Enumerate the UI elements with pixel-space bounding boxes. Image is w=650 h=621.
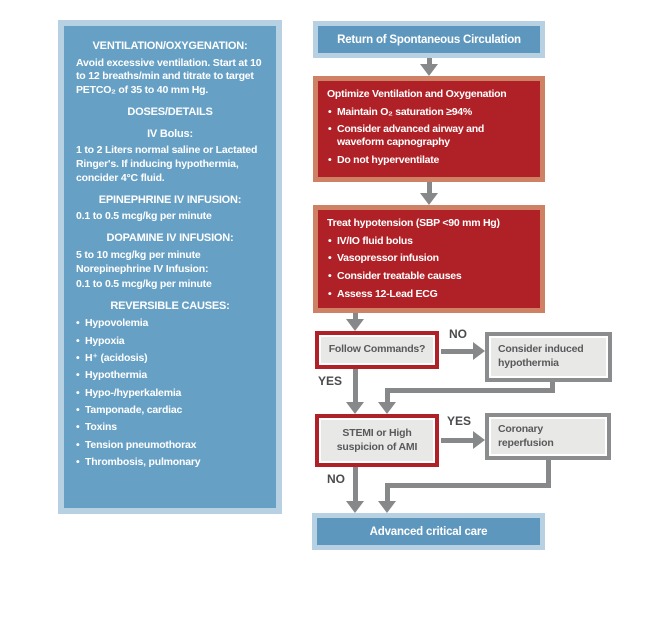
arrow-down-icon: [420, 193, 438, 205]
rosc-box: Return of Spontaneous Circulation: [313, 21, 545, 58]
sidebar-line: REVERSIBLE CAUSES:: [110, 300, 230, 313]
treat-bullet: Vasopressor infusion: [327, 252, 531, 265]
flow-connector: [385, 483, 551, 488]
arrow-down-icon: [346, 319, 364, 331]
treat-bullet: IV/IO fluid bolus: [327, 235, 531, 248]
induced-hypothermia-box: Consider induced hypothermia: [485, 332, 612, 382]
optimize-bullet: Do not hyperventilate: [327, 154, 531, 167]
follow-commands-label: Follow Commands?: [328, 343, 426, 356]
flow-connector: [353, 467, 358, 501]
sidebar-line: Avoid excessive ventilation. Start at 10…: [76, 56, 262, 97]
flow-connector: [441, 438, 473, 443]
flow-connector: [385, 388, 390, 402]
arrow-right-icon: [473, 431, 485, 449]
sidebar-line: Hypoxia: [76, 335, 264, 349]
sidebar-line: Hypovolemia: [76, 317, 264, 331]
sidebar-line: 0.1 to 0.5 mcg/kg per minute: [76, 210, 212, 223]
arrow-right-icon: [473, 342, 485, 360]
sidebar-line: Norepinephrine IV Infusion:: [76, 263, 209, 276]
flow-connector: [427, 58, 432, 66]
sidebar-line: VENTILATION/OXYGENATION:: [92, 40, 248, 52]
no-label-2: NO: [327, 472, 345, 486]
sidebar-line: Tamponade, cardiac: [76, 404, 264, 418]
sidebar-line: IV Bolus:: [147, 127, 193, 140]
optimize-title: Optimize Ventilation and Oxygenation: [327, 88, 507, 100]
yes-label-1: YES: [318, 374, 343, 388]
sidebar-line: Toxins: [76, 421, 264, 435]
flow-connector: [550, 382, 555, 393]
treat-hypotension-box: Treat hypotension (SBP <90 mm Hg) IV/IO …: [313, 205, 545, 313]
induced-hypothermia-label: Consider induced hypothermia: [498, 343, 584, 369]
arrow-down-icon: [346, 402, 364, 414]
arrow-down-icon: [378, 501, 396, 513]
stemi-box: STEMI or High suspicion of AMI: [315, 414, 439, 467]
treat-title: Treat hypotension (SBP <90 mm Hg): [327, 217, 500, 229]
sidebar-panel: VENTILATION/OXYGENATION: Avoid excessive …: [58, 20, 282, 514]
arrow-down-icon: [420, 64, 438, 76]
stemi-label: STEMI or High suspicion of AMI: [336, 426, 418, 453]
flow-connector: [427, 182, 432, 194]
advanced-critical-care-label: Advanced critical care: [369, 525, 488, 538]
flow-connector: [353, 313, 358, 320]
sidebar-line: H⁺ (acidosis): [76, 352, 264, 366]
sidebar-line: Hypothermia: [76, 369, 264, 383]
optimize-bullet: Maintain O₂ saturation ≥94%: [327, 106, 531, 119]
flow-connector: [353, 369, 358, 402]
treat-bullet: Assess 12-Lead ECG: [327, 288, 531, 301]
advanced-critical-care-box: Advanced critical care: [312, 513, 545, 550]
sidebar-line: 0.1 to 0.5 mcg/kg per minute: [76, 278, 212, 291]
flow-connector: [546, 460, 551, 488]
sidebar-line: 1 to 2 Liters normal saline or Lactated …: [76, 144, 258, 184]
flow-connector: [385, 388, 555, 393]
coronary-reperfusion-label: Coronary reperfusion: [498, 422, 554, 449]
sidebar-line: DOPAMINE IV INFUSION:: [106, 232, 234, 245]
sidebar-line: Tension pneumothorax: [76, 439, 264, 453]
sidebar-line: Thrombosis, pulmonary: [76, 456, 264, 470]
flow-connector: [441, 349, 473, 354]
rosc-label: Return of Spontaneous Circulation: [337, 33, 521, 46]
optimize-bullet: Consider advanced airway and waveform ca…: [327, 123, 531, 149]
sidebar-line: 5 to 10 mcg/kg per minute: [76, 248, 201, 261]
arrow-down-icon: [346, 501, 364, 513]
yes-label-2: YES: [447, 414, 472, 428]
arrow-down-icon: [378, 402, 396, 414]
sidebar-line: Hypo-/hyperkalemia: [76, 387, 264, 401]
treat-bullet: Consider treatable causes: [327, 270, 531, 283]
coronary-reperfusion-box: Coronary reperfusion: [485, 413, 611, 460]
no-label-1: NO: [449, 327, 467, 341]
sidebar-line: DOSES/DETAILS: [127, 106, 213, 119]
follow-commands-box: Follow Commands?: [315, 331, 439, 369]
optimize-ventilation-box: Optimize Ventilation and Oxygenation Mai…: [313, 76, 545, 182]
flow-connector: [385, 483, 390, 501]
sidebar-line: EPINEPHRINE IV INFUSION:: [98, 193, 242, 206]
